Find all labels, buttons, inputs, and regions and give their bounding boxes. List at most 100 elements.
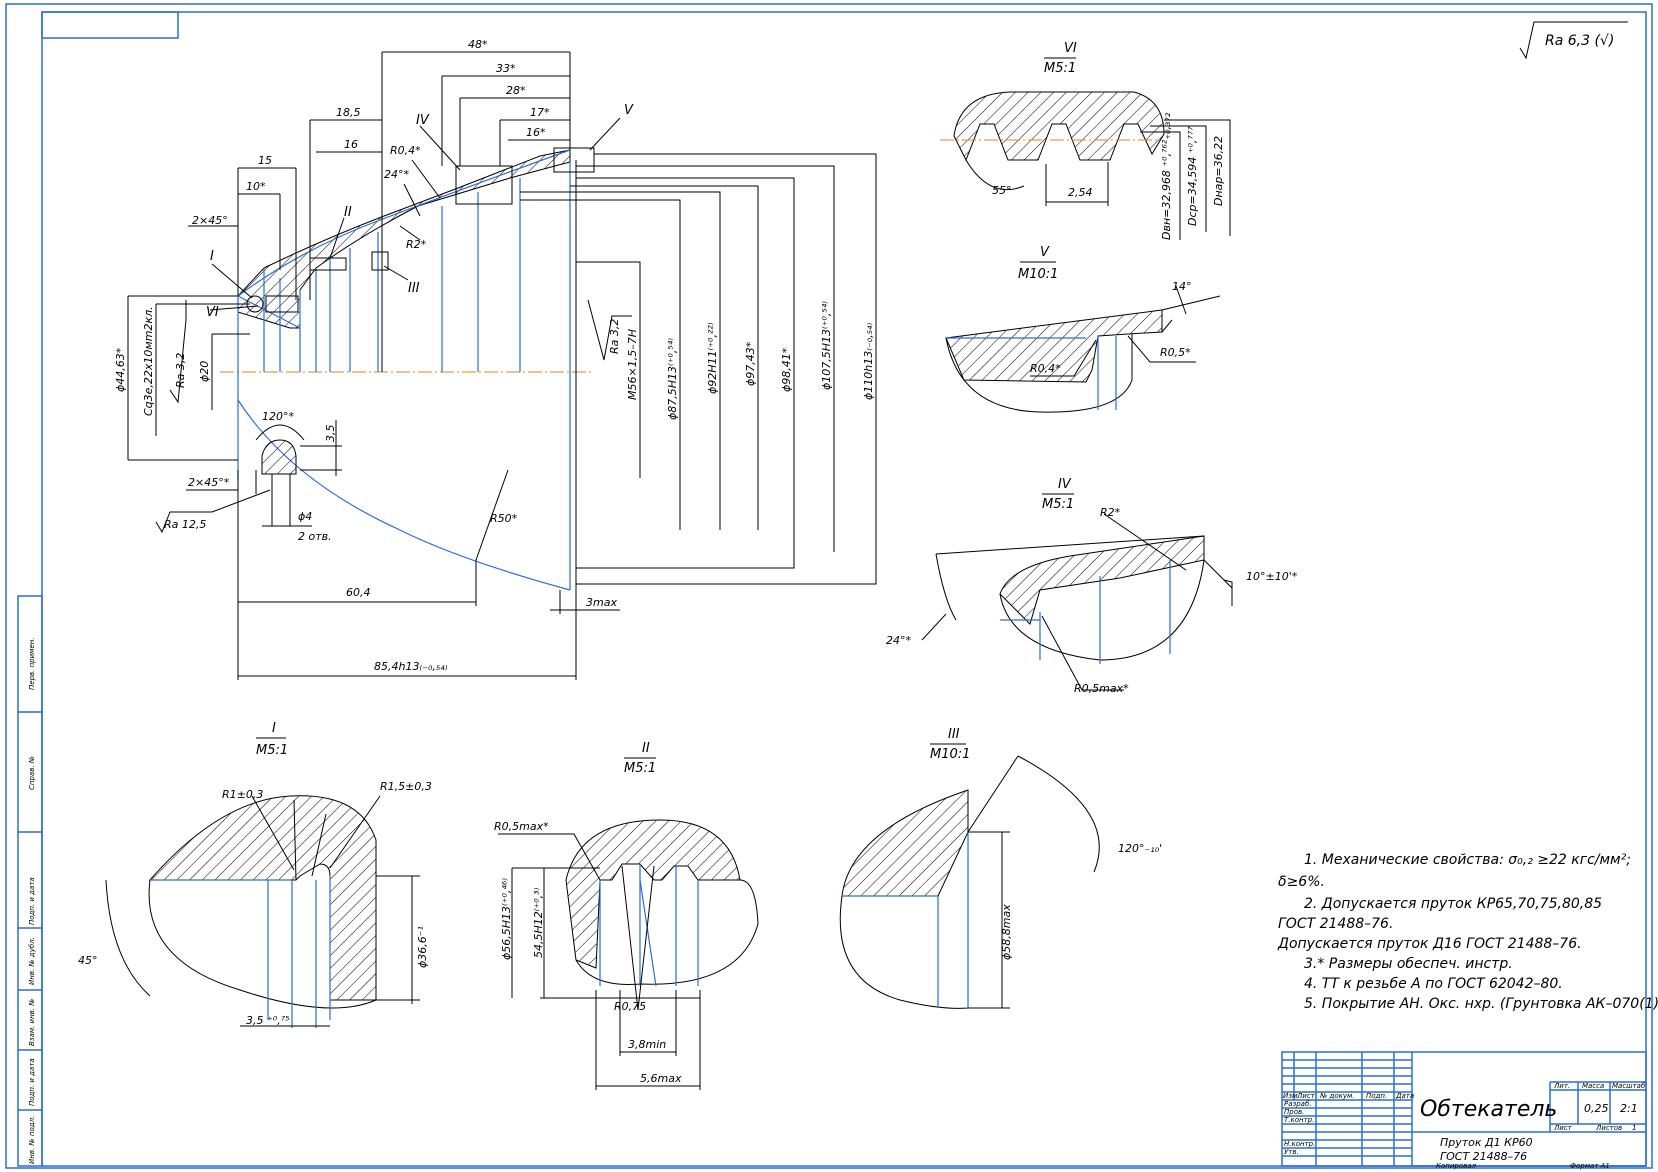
tb-material-2: ГОСТ 21488–76 [1440, 1150, 1527, 1163]
dim-48: 48* [468, 38, 488, 51]
view-III-angle-120: 120°₋₁₀' [1118, 842, 1162, 855]
tb-col-izm: Изм. [1283, 1092, 1299, 1100]
dim-17: 17* [530, 106, 550, 119]
tb-scale: 2:1 [1620, 1102, 1638, 1115]
tb-sheets-n: 1 [1632, 1124, 1636, 1132]
note-2c: Допускается пруток Д16 ГОСТ 21488–76. [1277, 936, 1582, 952]
dim-d97-43: ϕ97,43* [744, 341, 757, 386]
view-IV-title: IV [1058, 477, 1072, 492]
main-top-dims: 48* 33* 28* 17* 16* 18,5 16 15 10* 2×45° [188, 38, 571, 372]
side-stamp-column: Перв. примен. Справ. № Подп. и дата Инв.… [17, 595, 43, 1167]
dim-angle-24: 24°* [384, 168, 409, 181]
dim-d4: ϕ4 [298, 510, 312, 523]
dim-thread-sq: Сq3e,22х10мm2кл. [142, 306, 155, 416]
title-block: Изм. Лист № докум. Подп. Дата Разраб. Пр… [1281, 1051, 1647, 1170]
view-I: I M5:1 R1±0,3 R1,5±0,3 45° 3,5 ⁺⁰,⁷⁵ ϕ36… [78, 721, 432, 1028]
view-VI-title: VI [1064, 41, 1077, 56]
view-II-R0-5max: R0,5max* [494, 820, 549, 833]
note-2b: ГОСТ 21488–76. [1278, 916, 1393, 932]
view-III-scale: M10:1 [930, 747, 970, 762]
dim-d107-5: ϕ107,5H13⁽⁺⁰,⁵⁴⁾ [820, 301, 833, 390]
tb-h-mass: Масса [1582, 1082, 1604, 1090]
view-II-hatch [565, 819, 741, 969]
dim-R50: R50* [490, 512, 518, 525]
dim-d110: ϕ110h13₍₋₀,₅₄₎ [862, 323, 875, 400]
dim-chamfer-top: 2×45° [192, 214, 228, 227]
note-2: 2. Допускается пруток КР65,70,75,80,85 [1304, 896, 1602, 912]
tb-mass: 0,25 [1584, 1102, 1609, 1115]
stamp-podp-1: Подп. и дата [28, 877, 36, 925]
general-roughness-mark: Ra 6,3 (√) [1519, 21, 1628, 60]
view-V-scale: M10:1 [1018, 267, 1058, 282]
tb-sheets: Листов [1595, 1124, 1622, 1132]
note-3: 3.* Размеры обеспеч. инстр. [1304, 956, 1513, 972]
view-V-angle-14: 14° [1172, 280, 1192, 293]
tb-row-razrab: Разраб. [1284, 1100, 1312, 1108]
view-IV: IV M5:1 24°* R2* 10°±10'* R0,5max* [886, 477, 1298, 695]
view-I-R1: R1±0,3 [222, 788, 263, 801]
view-II-d54-5: 54,5H12⁽⁺⁰,³⁾ [532, 887, 545, 958]
stamp-vzam: Взам. инв. № [28, 998, 36, 1046]
view-V-R0-4: R0,4* [1030, 362, 1061, 375]
view-IV-R0-5max: R0,5max* [1074, 682, 1129, 695]
marker-II: II [344, 205, 352, 220]
dim-15: 15 [258, 154, 272, 167]
marker-IV: IV [416, 113, 430, 128]
tb-h-lit: Лит. [1553, 1082, 1570, 1090]
dim-2-holes: 2 отв. [298, 530, 332, 543]
dim-ra-3-2-left: Ra 3,2 [174, 353, 187, 388]
marker-I: I [210, 249, 214, 264]
main-right-dims: Ra 3,2 M56×1,5–7H ϕ87,5H13⁽⁺⁰,⁵⁴⁾ ϕ92H11… [520, 153, 877, 585]
roughness-general-text: Ra 6,3 (√) [1545, 33, 1614, 49]
view-VI-hatch [953, 91, 1165, 162]
view-VI-dnar: Dнар=36,22 [1212, 136, 1225, 206]
view-IV-angle-24: 24°* [886, 634, 911, 647]
tb-h-scale: Масштаб [1612, 1082, 1646, 1090]
view-IV-scale: M5:1 [1042, 497, 1074, 512]
view-I-d36-6: ϕ36,6⁻¹ [416, 926, 429, 968]
view-IV-R2: R2* [1100, 506, 1121, 519]
dim-10: 10* [246, 180, 266, 193]
view-II-scale: M5:1 [624, 761, 656, 776]
dim-28: 28* [506, 84, 526, 97]
dim-60-4: 60,4 [346, 586, 371, 599]
detail-III-frame [371, 251, 389, 271]
view-VI-dvn: Dвн=32,968 ⁺⁰,⁷⁶²₊₀,₃₇₂ [1160, 112, 1173, 240]
detail-V-frame [553, 147, 595, 173]
stamp-inv-podl: Инв. № подл. [28, 1116, 36, 1164]
view-V: V M10:1 14° R0,5* R0,4* [945, 245, 1221, 413]
detail-VI-frame [265, 295, 299, 313]
dim-angle-120: 120°* [262, 410, 294, 423]
main-outer-contour [237, 149, 571, 297]
view-I-title: I [272, 721, 276, 736]
dim-85-4: 85,4h13₍₋₀,₅₄₎ [374, 660, 448, 673]
detail-IV-frame [455, 165, 513, 205]
marker-VI: VI [206, 305, 219, 320]
view-I-scale: M5:1 [256, 743, 288, 758]
main-left-dims: ϕ44,63* Сq3e,22х10мm2кл. Ra 3,2 ϕ20 [114, 295, 250, 461]
note-5: 5. Покрытие АН. Окс. нхр. (Грунтовка АК–… [1304, 996, 1658, 1012]
tb-row-prov: Пров. [1284, 1108, 1304, 1116]
note-1: 1. Механические свойства: σ₀,₂ ≥22 кгс/м… [1304, 852, 1631, 868]
view-I-R1-5: R1,5±0,3 [380, 780, 432, 793]
stamp-inv-dubl: Инв. № дубл. [28, 937, 36, 985]
dim-d20: ϕ20 [198, 361, 211, 382]
view-II-R0-75: R0,75 [614, 1000, 646, 1013]
note-1b: δ≥6%. [1278, 874, 1325, 890]
dim-d98-41: ϕ98,41* [780, 347, 793, 392]
tb-material-1: Пруток Д1 КР60 [1440, 1136, 1533, 1149]
dim-33: 33* [496, 62, 516, 75]
dim-3max: 3max [586, 596, 617, 609]
tb-col-doc: № докум. [1319, 1092, 1355, 1100]
tb-sheet: Лист [1553, 1124, 1573, 1132]
view-IV-hatch [999, 535, 1205, 625]
main-hole-detail: 120°* 3,5 2×45°* Ra 12,5 ϕ4 2 отв. [155, 410, 342, 543]
dim-M56: M56×1,5–7H [626, 329, 639, 400]
dim-d44-63: ϕ44,63* [114, 347, 127, 392]
tb-col-list: Лист [1296, 1092, 1316, 1100]
main-lower-contour [237, 399, 571, 591]
tb-col-date: Дата [1395, 1092, 1414, 1100]
main-profile-lines [237, 162, 571, 590]
dim-ra-3-2-right: Ra 3,2 [608, 319, 621, 354]
view-V-title: V [1040, 245, 1050, 260]
